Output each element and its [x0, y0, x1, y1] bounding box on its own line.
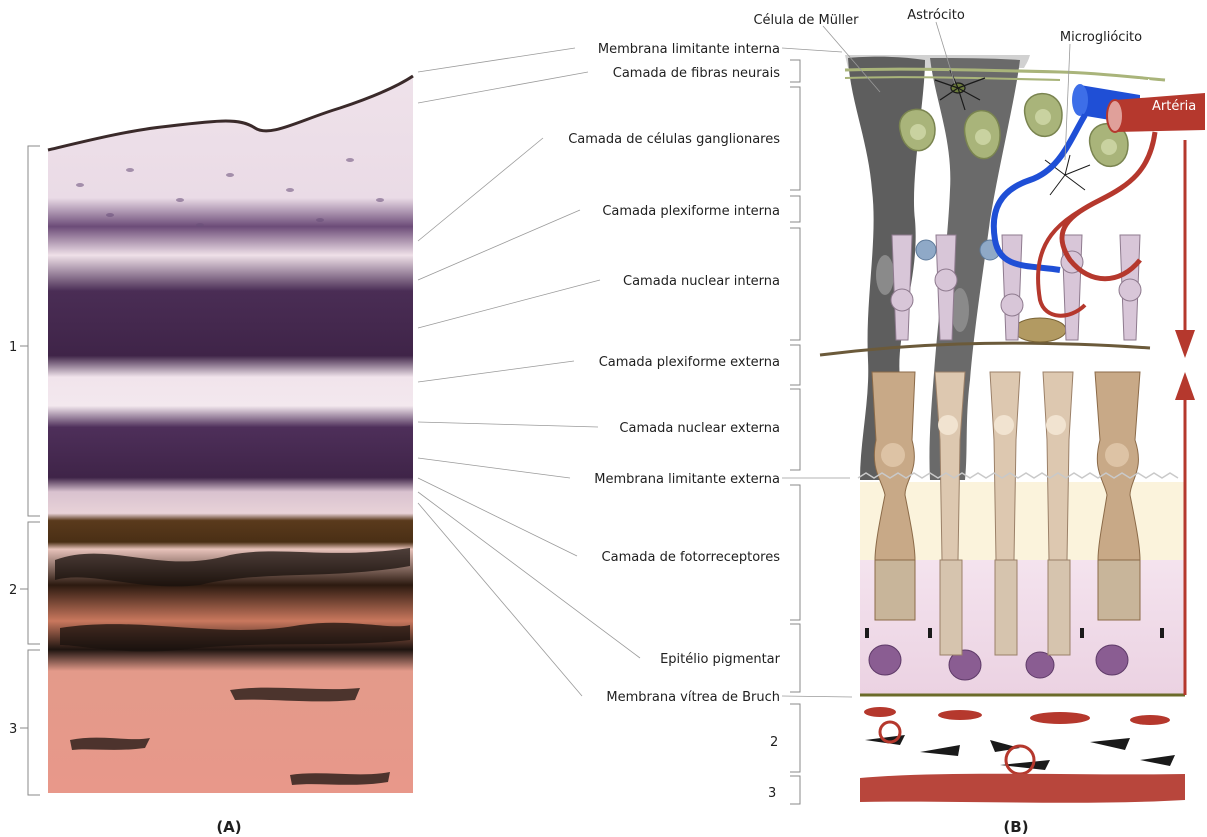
label-nerve-fiber-layer: Camada de fibras neurais	[613, 66, 780, 81]
label-astrocyte: Astrócito	[907, 8, 965, 23]
panel-a-bracket-2: 2	[9, 522, 40, 644]
region-label-b2: 2	[770, 735, 778, 750]
region-label-a2: 2	[9, 583, 17, 598]
label-artery: Artéria	[1152, 99, 1196, 114]
label-muller-cell: Célula de Müller	[753, 13, 859, 28]
label-ganglion-cell-layer: Camada de células ganglionares	[568, 132, 780, 147]
label-photoreceptor-layer: Camada de fotorreceptores	[602, 550, 781, 565]
label-inner-nuclear-layer: Camada nuclear interna	[623, 274, 780, 289]
panel-a-bracket-1: 1	[9, 146, 40, 516]
region-label-b3: 3	[768, 786, 776, 801]
region-label-a3: 3	[9, 722, 17, 737]
layer-labels: Membrana limitante interna Camada de fib…	[568, 42, 780, 705]
caption-b: (B)	[1003, 818, 1028, 836]
label-inner-plexiform-layer: Camada plexiforme interna	[602, 204, 780, 219]
label-vein: Veia	[1131, 78, 1158, 93]
panel-a-bracket-3: 3	[9, 650, 40, 795]
panel-b-schematic	[820, 55, 1205, 803]
label-pigment-epithelium: Epitélio pigmentar	[660, 652, 781, 667]
label-outer-limiting-membrane: Membrana limitante externa	[594, 472, 780, 487]
label-inner-limiting-membrane: Membrana limitante interna	[598, 42, 780, 57]
caption-a: (A)	[216, 818, 241, 836]
microglia-cell	[1045, 155, 1090, 195]
panel-a-histology	[48, 76, 413, 793]
label-outer-plexiform-layer: Camada plexiforme externa	[599, 355, 780, 370]
label-bruch-membrane: Membrana vítrea de Bruch	[606, 690, 780, 705]
region-label-a1: 1	[9, 340, 17, 355]
label-outer-nuclear-layer: Camada nuclear externa	[619, 421, 780, 436]
label-microglia: Microgliócito	[1060, 30, 1142, 45]
choroid-tissue	[860, 704, 1185, 803]
